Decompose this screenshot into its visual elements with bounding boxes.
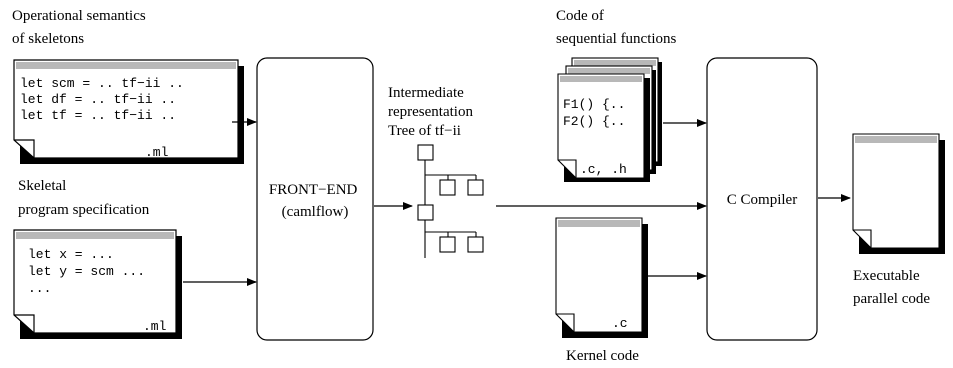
executable-label-line1: Executable [853, 268, 920, 284]
stack-page-front-fold [558, 159, 577, 178]
semantics-file-titlebar [16, 62, 236, 69]
stack-page-front-titlebar [560, 76, 642, 82]
spec-code-line-3: ... [28, 281, 51, 296]
executable-file-page [852, 133, 940, 249]
sequential-functions-label-line2: sequential functions [556, 31, 677, 47]
sequential-functions-label: Code of sequential functions [556, 8, 677, 47]
stack-page-back-titlebar [574, 60, 656, 66]
spec-file-code: let x = ... let y = scm ... ... [28, 247, 153, 296]
spec-file-fold [14, 314, 35, 333]
c-compiler-label: C Compiler [727, 192, 797, 208]
sequential-file-extension: .c, .h [580, 162, 627, 177]
intermediate-label-line2: representation [388, 104, 473, 120]
executable-file-titlebar [855, 136, 937, 143]
kernel-file-extension: .c [612, 316, 628, 331]
spec-ml-file: let x = ... let y = scm ... ... .ml [13, 229, 182, 339]
frontend-box [256, 57, 374, 341]
semantics-file-page [13, 59, 239, 159]
tree-node-mid [417, 204, 434, 221]
intermediate-label-line1: Intermediate [388, 85, 464, 101]
intermediate-label: Intermediate representation Tree of tf−i… [388, 85, 477, 139]
tree-node-b [467, 179, 484, 196]
spec-file-extension: .ml [143, 319, 167, 334]
semantics-code-line-1: let scm = .. tf−ii .. [20, 76, 184, 91]
spec-file-titlebar [16, 232, 174, 239]
kernel-file-titlebar [558, 220, 640, 227]
tree-node-a [439, 179, 456, 196]
semantics-file-fold [14, 139, 35, 158]
sequential-code-line-2: F2() {.. [563, 114, 625, 129]
sequential-c-files-stack: F1() {.. F2() {.. .c, .h [557, 57, 662, 182]
executable-file [852, 133, 945, 254]
operational-semantics-label-line1: Operational semantics [12, 8, 146, 24]
semantics-code-line-2: let df = .. tf−ii .. [20, 92, 176, 107]
intermediate-label-line3: Tree of tf−ii [388, 123, 461, 139]
executable-file-fold [853, 229, 872, 248]
operational-semantics-label-line2: of skeletons [12, 31, 84, 47]
frontend-label-line2: (camlflow) [282, 204, 349, 220]
tree-node-d [467, 236, 484, 253]
kernel-c-file: .c [555, 217, 648, 338]
kernel-file-page [555, 217, 643, 333]
frontend-label: FRONT−END (camlflow) [269, 182, 361, 220]
executable-label-line2: parallel code [853, 291, 930, 307]
semantics-code-line-3: let tf = .. tf−ii .. [20, 108, 176, 123]
semantics-file-code: let scm = .. tf−ii .. let df = .. tf−ii … [20, 76, 192, 123]
stack-page-front [557, 73, 645, 179]
skeletal-spec-label-line2: program specification [18, 202, 150, 218]
spec-code-line-2: let y = scm ... [28, 264, 145, 279]
kernel-code-label: Kernel code [566, 348, 639, 364]
frontend-label-line1: FRONT−END [269, 182, 358, 198]
semantics-file-extension: .ml [145, 145, 169, 160]
c-compiler-box [706, 57, 818, 341]
skeletal-spec-label: Skeletal program specification [18, 178, 150, 218]
kernel-file-fold [556, 313, 575, 332]
sequential-functions-label-line1: Code of [556, 8, 604, 24]
spec-file-page [13, 229, 177, 334]
sequential-code-line-1: F1() {.. [563, 97, 625, 112]
operational-semantics-label: Operational semantics of skeletons [12, 8, 149, 47]
tree-node-root [417, 144, 434, 161]
tf-ii-tree [417, 144, 484, 258]
stack-page-middle-titlebar [568, 68, 650, 74]
sequential-file-code: F1() {.. F2() {.. [563, 97, 633, 129]
executable-label: Executable parallel code [853, 268, 930, 307]
skeletal-spec-label-line1: Skeletal [18, 178, 66, 194]
tree-node-c [439, 236, 456, 253]
semantics-ml-file: let scm = .. tf−ii .. let df = .. tf−ii … [13, 59, 244, 164]
spec-code-line-1: let x = ... [28, 247, 114, 262]
